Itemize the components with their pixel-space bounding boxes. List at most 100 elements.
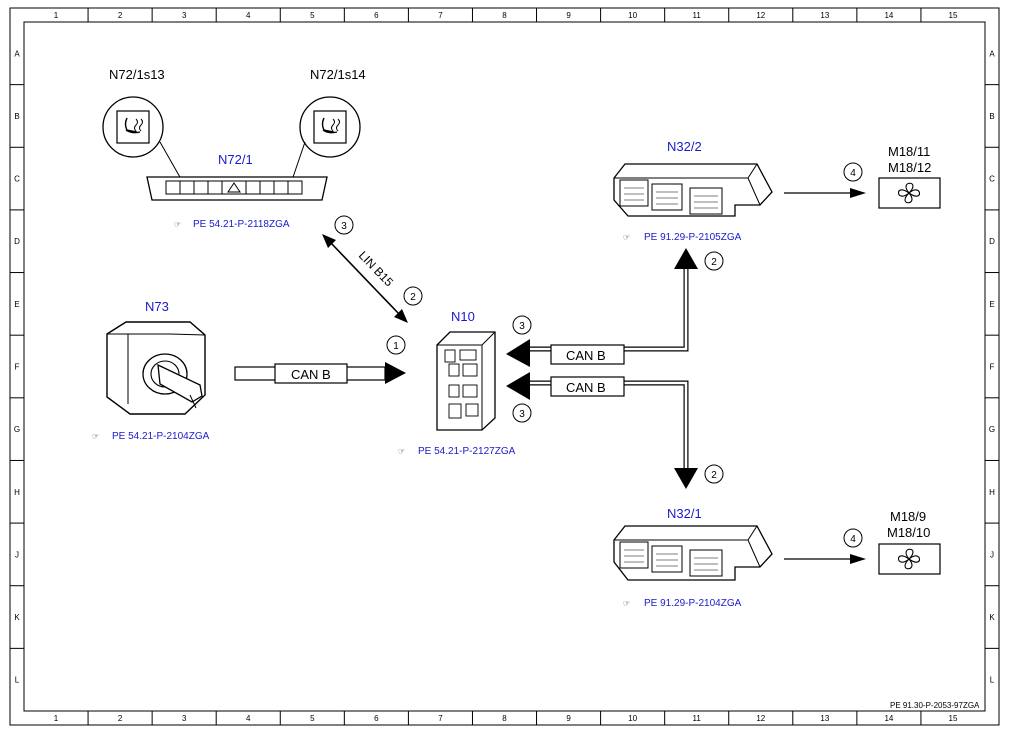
grid-row-label: L (15, 676, 20, 685)
can-bus-n10-n32-1: CAN B (506, 372, 698, 489)
can-bus-n10-n32-2: CAN B (506, 248, 698, 367)
grid-row-label: F (990, 363, 995, 372)
reference-pointer-icon: ☞ (174, 220, 181, 229)
svg-text:2: 2 (711, 257, 717, 268)
grid-column-label: 13 (820, 714, 829, 723)
grid-column-label: 14 (884, 714, 893, 723)
reference-pointer-icon: ☞ (92, 432, 99, 441)
document-id: PE 91.30-P-2053-97ZGA (890, 701, 980, 710)
fan-icon (897, 182, 921, 204)
grid-column-label: 6 (374, 714, 379, 723)
grid-column-label: 4 (246, 714, 251, 723)
m18-11-label: M18/11 (888, 144, 930, 159)
n32-1-label: N32/1 (667, 506, 702, 521)
grid-column-label: 8 (502, 714, 507, 723)
grid-row-label: A (989, 49, 995, 58)
grid-column-label: 7 (438, 11, 443, 20)
grid-row-label: G (14, 425, 20, 434)
grid-row-label: J (15, 550, 19, 559)
grid-column-label: 12 (756, 11, 765, 20)
step-marker-4-lower: 4 (843, 528, 863, 548)
grid-column-label: 10 (628, 11, 637, 20)
hazard-warning-icon (227, 182, 241, 193)
svg-text:4: 4 (850, 168, 856, 179)
grid-row-label: J (990, 550, 994, 559)
fan-output-lower: M18/9 M18/10 (784, 509, 941, 575)
step-marker-4-upper: 4 (843, 162, 863, 182)
n32-1-reference: PE 91.29-P-2104ZGA (644, 598, 742, 609)
m18-9-label: M18/9 (890, 509, 926, 524)
svg-text:1: 1 (393, 341, 399, 352)
svg-text:3: 3 (341, 221, 347, 232)
fan-icon (897, 548, 921, 570)
reference-pointer-icon: ☞ (398, 447, 405, 456)
grid-column-label: 1 (54, 11, 59, 20)
grid-column-label: 11 (693, 11, 702, 20)
grid-row-label: B (14, 112, 19, 121)
svg-text:3: 3 (519, 409, 525, 420)
grid-column-label: 9 (566, 11, 571, 20)
n72-1-switch-panel: N72/1s13 N72/1s14 N72/1 (102, 67, 366, 230)
ignition-key-icon (157, 363, 203, 403)
grid-row-label: E (14, 300, 19, 309)
grid-column-label: 10 (628, 714, 637, 723)
n32-1-control-module: N32/1 ☞ PE 91.29-P-2104ZGA (613, 506, 773, 609)
grid-row-label: H (989, 488, 995, 497)
n72-1-reference: PE 54.21-P-2118ZGA (193, 219, 290, 230)
grid-row-label: G (989, 425, 995, 434)
svg-text:2: 2 (410, 292, 416, 303)
step-marker-3-lower: 3 (512, 403, 532, 423)
n10-control-module: N10 ☞ PE 54.21-P-2127ZGA (398, 309, 516, 457)
svg-text:2: 2 (711, 470, 717, 481)
fan-output-upper: M18/11 M18/12 (784, 144, 941, 209)
grid-column-label: 11 (693, 714, 702, 723)
grid-row-label: A (14, 49, 20, 58)
outer-frame (9, 7, 1000, 726)
lin-bus-connection: LIN B15 (322, 234, 408, 323)
n72-1s13-label: N72/1s13 (109, 67, 165, 82)
grid-row-label: E (989, 300, 994, 309)
grid-column-label: 3 (182, 714, 187, 723)
grid-column-label: 15 (949, 11, 958, 20)
m18-12-label: M18/12 (888, 160, 931, 175)
grid-column-label: 8 (502, 11, 507, 20)
can-b-label: CAN B (291, 367, 331, 382)
can-bus-n73-n10: CAN B (234, 362, 406, 384)
seat-heater-icon (116, 110, 150, 144)
grid-row-label: B (989, 112, 994, 121)
grid-row-label: K (989, 613, 995, 622)
seat-heater-icon (313, 110, 347, 144)
reference-pointer-icon: ☞ (623, 599, 630, 608)
n32-2-control-module: N32/2 ☞ PE 91.29-P-2105ZGA (613, 139, 773, 243)
grid-column-label: 2 (118, 11, 123, 20)
m18-10-label: M18/10 (887, 525, 930, 540)
grid-row-label: C (989, 175, 995, 184)
n73-label: N73 (145, 299, 169, 314)
n73-reference: PE 54.21-P-2104ZGA (112, 431, 210, 442)
grid-row-label: K (14, 613, 20, 622)
grid-row-label: D (989, 237, 995, 246)
grid-column-label: 15 (949, 714, 958, 723)
grid-column-label: 12 (756, 714, 765, 723)
n72-1s14-label: N72/1s14 (310, 67, 366, 82)
step-marker-3-upper: 3 (512, 315, 532, 335)
grid-row-label: H (14, 488, 20, 497)
grid-column-label: 14 (884, 11, 893, 20)
step-markers: 1 3 2 3 3 2 2 4 (334, 162, 863, 548)
lin-bus-label: LIN B15 (356, 248, 396, 289)
grid-column-label: 5 (310, 11, 315, 20)
grid-row-label: C (14, 175, 20, 184)
grid-column-label: 6 (374, 11, 379, 20)
can-b-label: CAN B (566, 348, 606, 363)
n32-2-reference: PE 91.29-P-2105ZGA (644, 232, 742, 243)
n32-2-label: N32/2 (667, 139, 702, 154)
grid-column-label: 1 (54, 714, 59, 723)
grid-column-label: 7 (438, 714, 443, 723)
grid-column-label: 3 (182, 11, 187, 20)
grid-column-label: 4 (246, 11, 251, 20)
